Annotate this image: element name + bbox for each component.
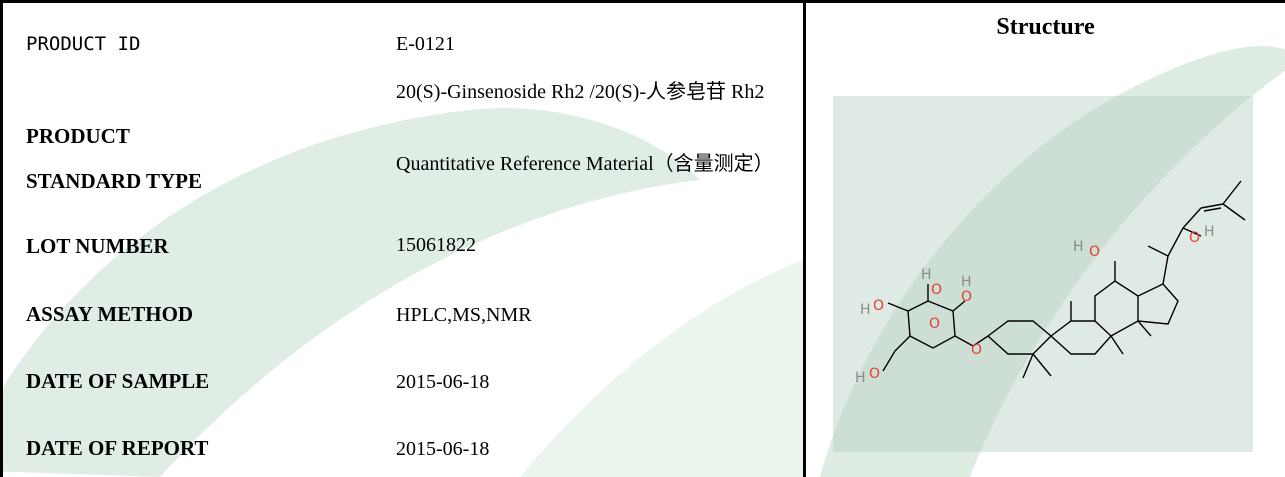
atom-o-label: O	[1089, 244, 1100, 260]
value-product: 20(S)-Ginsenoside Rh2 /20(S)-人参皂苷 Rh2	[396, 81, 765, 103]
value-product-id: E-0121	[396, 33, 455, 55]
atom-o-label: O	[929, 316, 940, 332]
label-product: PRODUCT	[26, 124, 130, 148]
label-date-of-report: DATE OF REPORT	[26, 436, 209, 460]
watermark-leaf-center	[520, 260, 803, 477]
steroid-ring-a	[986, 320, 1053, 355]
value-standard-type: Quantitative Reference Material（含量测定）	[396, 153, 774, 175]
watermark-leaf-left	[0, 108, 700, 477]
frame-top-border	[0, 0, 1285, 3]
value-date-of-sample: 2015-06-18	[396, 371, 490, 393]
atom-o-label: O	[869, 366, 880, 382]
atom-h-label: H	[860, 302, 871, 318]
watermark-leaf-right	[820, 46, 1285, 477]
molecule-bonds	[882, 180, 1246, 379]
label-date-of-sample: DATE OF SAMPLE	[26, 369, 210, 393]
molecule-structure-diagram: H O O H O H O O O H H O O H	[855, 180, 1246, 386]
frame-left-border	[0, 0, 3, 477]
value-date-of-report: 2015-06-18	[396, 438, 490, 460]
label-product-id: PRODUCT ID	[26, 33, 141, 55]
label-lot-number: LOT NUMBER	[26, 234, 169, 258]
atom-h-label: H	[1073, 239, 1084, 255]
atom-h-label: H	[961, 274, 972, 290]
steroid-ring-d	[1137, 283, 1179, 325]
value-assay-method: HPLC,MS,NMR	[396, 304, 532, 326]
atom-h-label: H	[1204, 224, 1215, 240]
atom-h-label: H	[921, 267, 932, 283]
atom-o-label: O	[931, 282, 942, 298]
steroid-ring-b	[1049, 320, 1112, 355]
atom-o-label: O	[1189, 230, 1200, 246]
label-assay-method: ASSAY METHOD	[26, 302, 194, 326]
steroid-ring-c	[1094, 280, 1139, 337]
structure-heading: Structure	[996, 14, 1095, 40]
atom-h-label: H	[855, 370, 866, 386]
structure-panel	[833, 96, 1253, 452]
atom-o-label: O	[971, 342, 982, 358]
value-lot-number: 15061822	[396, 234, 476, 256]
frame-column-divider	[803, 0, 806, 477]
label-standard-type: STANDARD TYPE	[26, 169, 202, 193]
atom-o-label: O	[961, 289, 972, 305]
molecule-atom-labels: H O O H O H O O O H H O O H	[855, 224, 1215, 386]
atom-o-label: O	[873, 298, 884, 314]
